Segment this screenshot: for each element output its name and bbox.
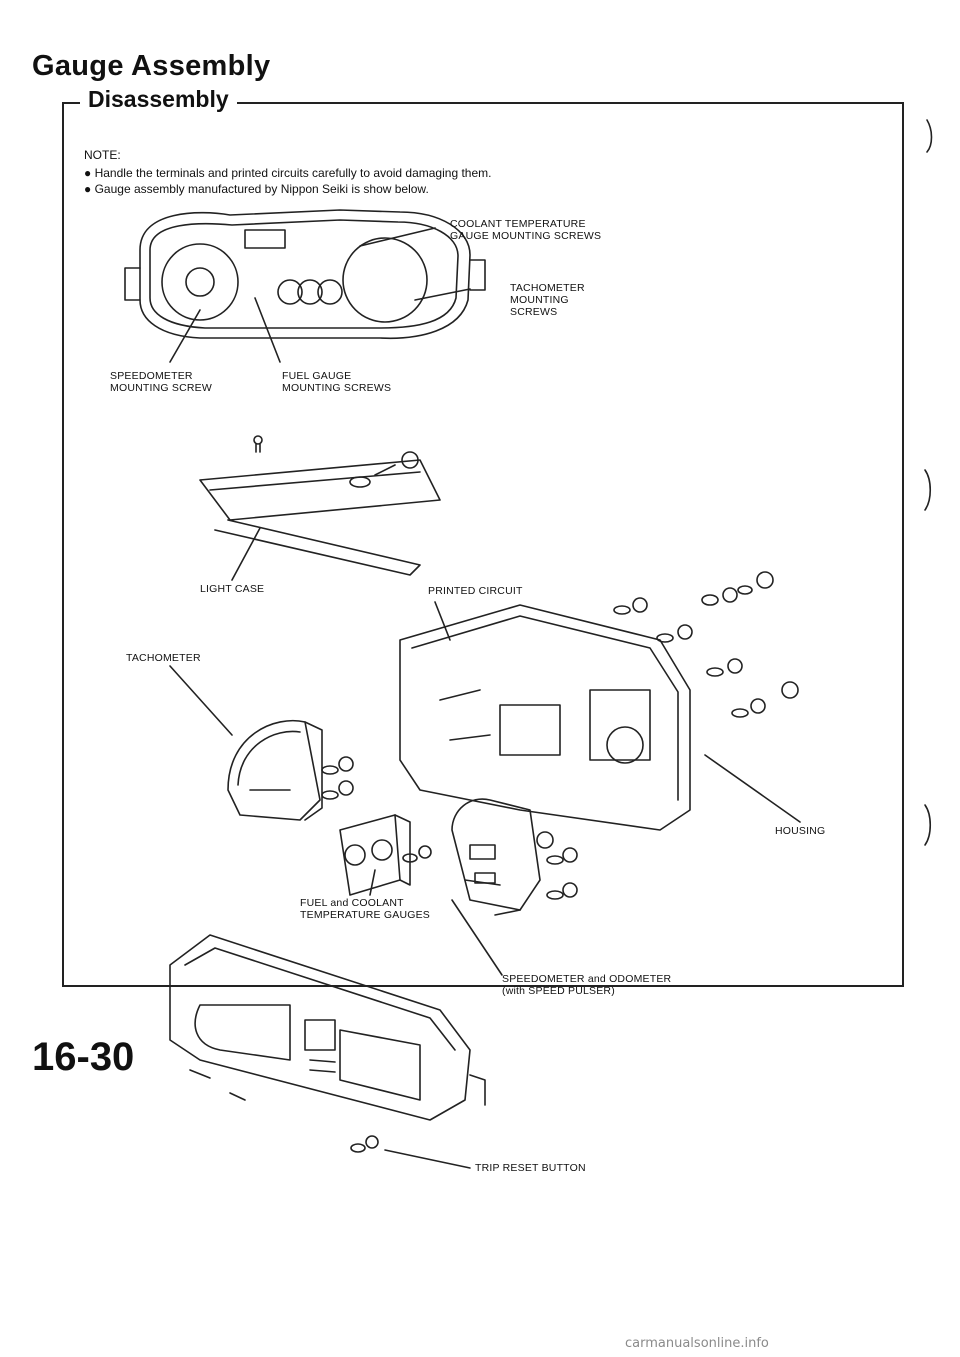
fuel-coolant-gauge-part	[339, 814, 411, 896]
label-housing: HOUSING	[775, 825, 826, 837]
frame-right-border	[902, 102, 904, 986]
screw-icons	[321, 571, 799, 900]
leader-speedometer	[451, 899, 503, 976]
label-tachometer: TACHOMETER	[126, 652, 201, 664]
label-tach-screws: TACHOMETER MOUNTING SCREWS	[510, 282, 585, 318]
label-light-case: LIGHT CASE	[200, 583, 265, 595]
label-trip-reset: TRIP RESET BUTTON	[475, 1162, 586, 1174]
subtitle-background: Disassembly	[80, 86, 237, 116]
tachometer-part	[227, 719, 323, 821]
frame-top-border	[62, 102, 904, 104]
speedometer-part	[451, 798, 541, 916]
leader-printed-circuit	[434, 601, 451, 641]
note-heading: NOTE:	[84, 148, 121, 162]
front-lens-part	[169, 934, 486, 1121]
frame-bottom-border	[62, 985, 904, 987]
margin-bracket	[924, 804, 932, 846]
page-number: 16-30	[32, 1035, 135, 1079]
leader-fuel-coolant	[369, 869, 376, 896]
light-case-part	[199, 451, 441, 576]
note-text: Handle the terminals and printed circuit…	[94, 166, 492, 180]
label-fuel-screws: FUEL GAUGE MOUNTING SCREWS	[282, 370, 392, 394]
watermark-text: carmanualsonline.info	[625, 1336, 769, 1351]
leader-coolant-screws	[359, 227, 436, 247]
label-speedo-screw: SPEEDOMETER MOUNTING SCREW	[110, 370, 212, 394]
page-title: Gauge Assembly	[32, 50, 271, 82]
section-subtitle: Disassembly	[88, 86, 229, 112]
note-item: ● Gauge assembly manufactured by Nippon …	[84, 182, 429, 196]
note-item: ● Handle the terminals and printed circu…	[84, 166, 492, 180]
note-text: Gauge assembly manufactured by Nippon Se…	[94, 182, 429, 196]
bulb-icon	[253, 435, 263, 453]
label-coolant-screws: COOLANT TEMPERATURE GAUGE MOUNTING SCREW…	[450, 218, 602, 242]
leader-housing	[704, 754, 801, 823]
trip-reset-button-part	[350, 1135, 379, 1153]
margin-bracket	[926, 119, 933, 153]
gauge-panel-front-view	[124, 209, 486, 340]
frame-left-border	[62, 102, 64, 986]
label-printed-circuit: PRINTED CIRCUIT	[428, 585, 523, 597]
margin-bracket	[924, 469, 932, 511]
label-fuel-coolant: FUEL and COOLANT TEMPERATURE GAUGES	[300, 897, 431, 921]
leader-tach-screws	[414, 288, 471, 301]
leader-tachometer	[169, 665, 233, 736]
leader-fuel-screws	[254, 297, 281, 363]
housing-part	[399, 604, 691, 831]
leader-speedo-screw	[169, 309, 201, 363]
leader-trip-reset	[384, 1149, 471, 1169]
label-speedometer: SPEEDOMETER and ODOMETER (with SPEED PUL…	[502, 973, 672, 997]
leader-light-case	[231, 527, 261, 581]
